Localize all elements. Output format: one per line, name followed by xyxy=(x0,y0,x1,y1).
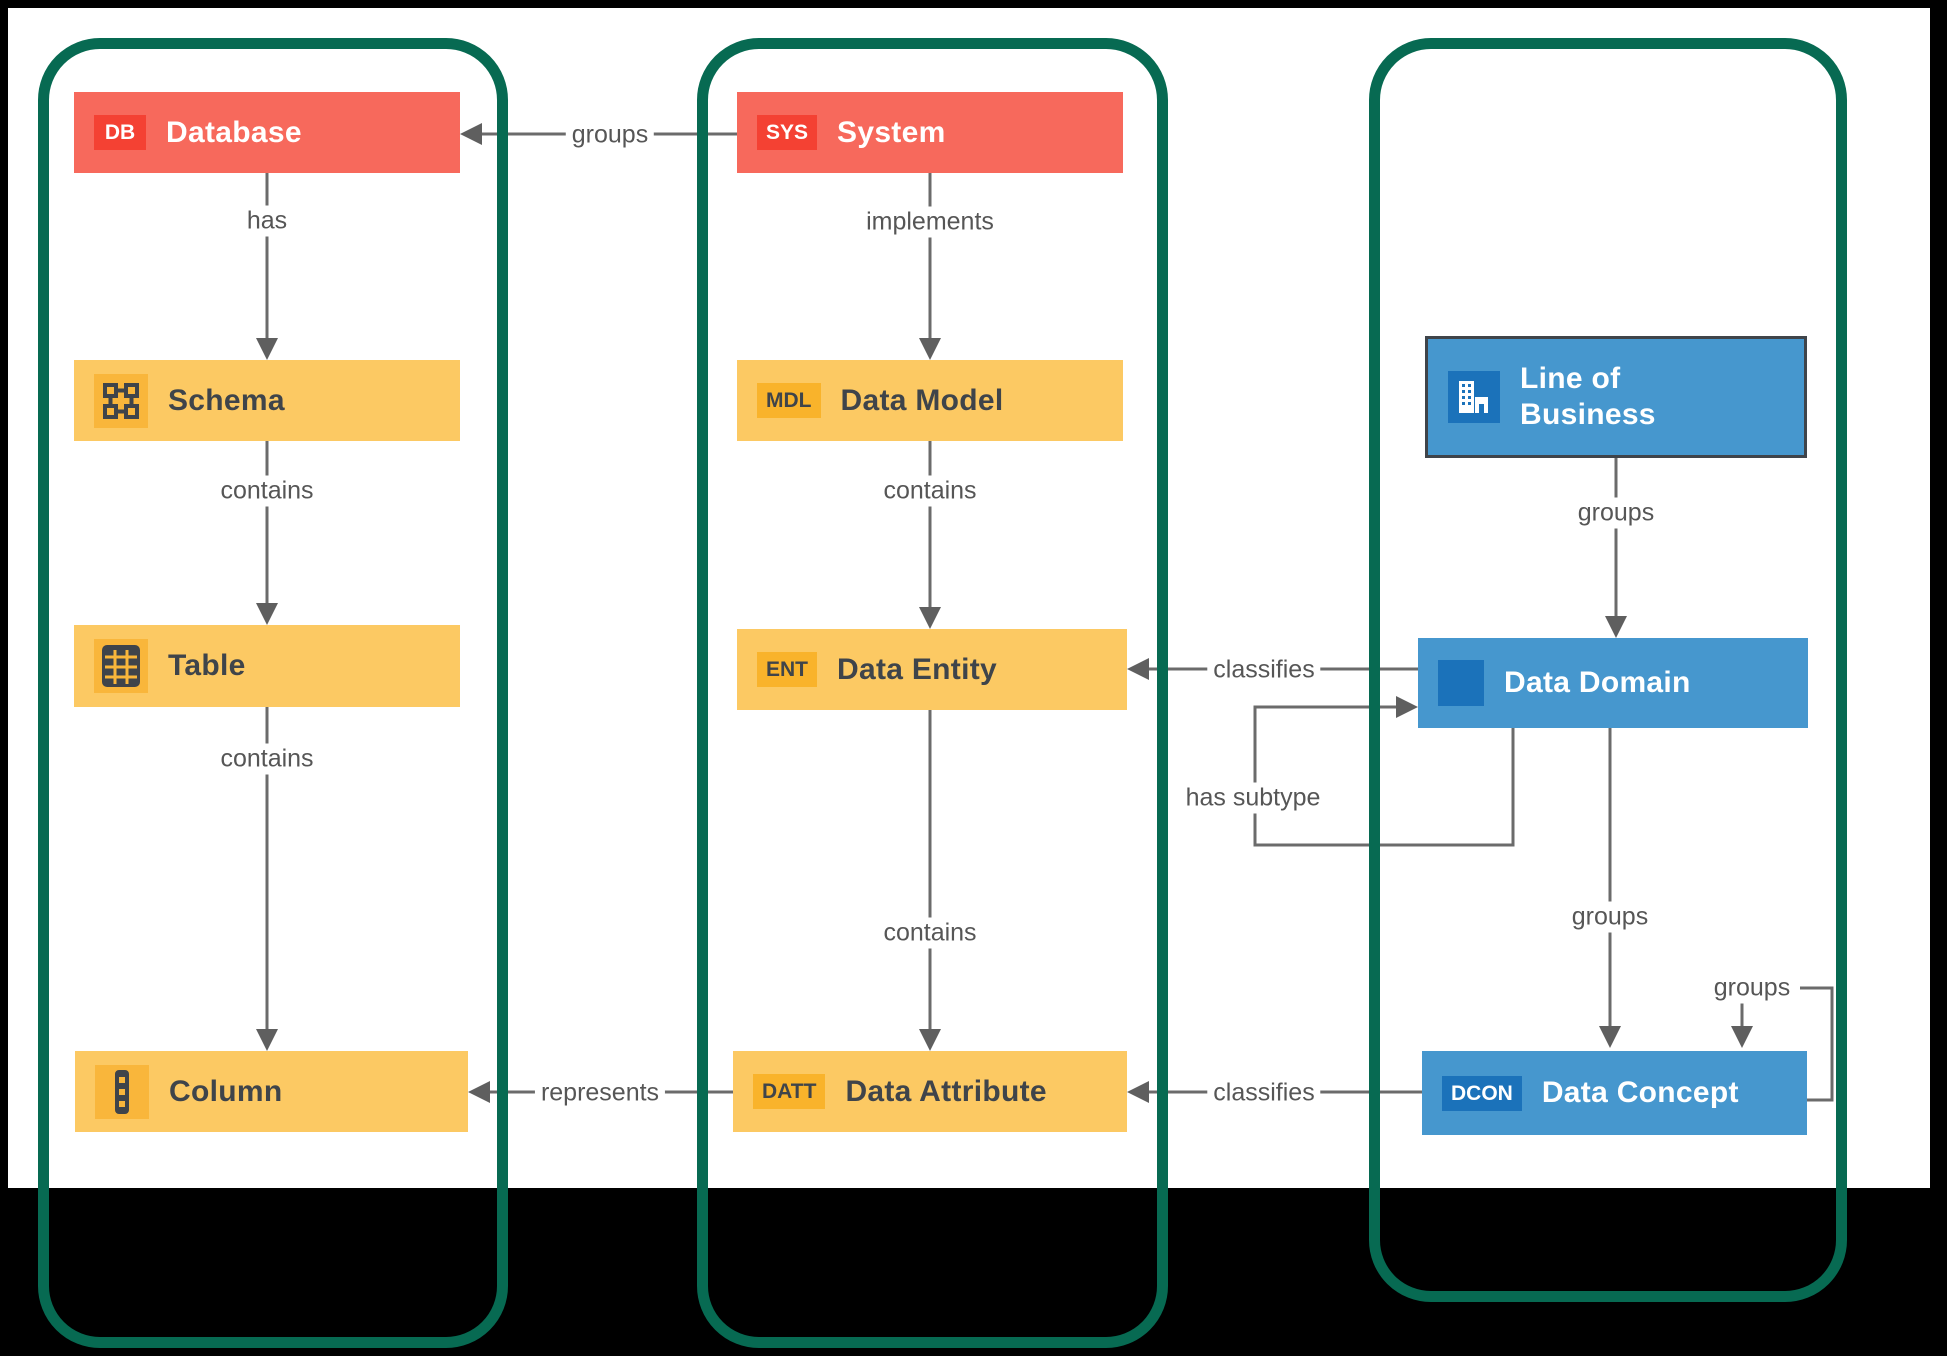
edge-label-groups-lob-domain: groups xyxy=(1571,497,1661,529)
node-database[interactable]: DB Database xyxy=(74,92,460,173)
system-label: System xyxy=(837,115,946,149)
schema-label: Schema xyxy=(168,383,285,417)
data-entity-badge: ENT xyxy=(757,652,817,687)
schema-icon xyxy=(94,373,148,428)
edge-label-contains-entity-attribute: contains xyxy=(877,917,983,949)
column-label: Column xyxy=(169,1074,283,1108)
node-data-domain[interactable]: Data Domain xyxy=(1418,638,1808,728)
edge-label-has-subtype: has subtype xyxy=(1179,782,1327,814)
table-icon xyxy=(94,639,148,693)
edge-label-has: has xyxy=(240,205,294,237)
node-schema[interactable]: Schema xyxy=(74,360,460,441)
edge-label-contains-model-entity: contains xyxy=(877,475,983,507)
data-concept-badge: DCON xyxy=(1442,1075,1522,1111)
data-concept-label: Data Concept xyxy=(1541,1076,1739,1109)
building-icon xyxy=(1448,371,1500,423)
edge-label-implements: implements xyxy=(860,206,1000,238)
database-label: Database xyxy=(166,115,302,149)
table-label: Table xyxy=(168,649,246,682)
node-line-of-business[interactable]: Line of Business xyxy=(1425,336,1807,458)
edge-label-contains-table-column: contains xyxy=(214,743,320,775)
data-domain-label: Data Domain xyxy=(1504,666,1691,699)
node-data-concept[interactable]: DCON Data Concept xyxy=(1422,1051,1807,1135)
node-data-attribute[interactable]: DATT Data Attribute xyxy=(733,1051,1127,1132)
node-data-model[interactable]: MDL Data Model xyxy=(737,360,1123,441)
system-badge: SYS xyxy=(757,115,818,150)
data-attribute-badge: DATT xyxy=(753,1074,826,1109)
square-icon xyxy=(1438,660,1484,706)
data-model-badge: MDL xyxy=(757,383,821,418)
edge-label-classifies-concept-attribute: classifies xyxy=(1207,1077,1321,1109)
line-of-business-label-line1: Line of xyxy=(1520,362,1621,395)
database-badge: DB xyxy=(94,115,146,150)
node-system[interactable]: SYS System xyxy=(737,92,1123,173)
edge-label-represents: represents xyxy=(534,1077,666,1109)
column-icon xyxy=(95,1064,149,1119)
line-of-business-label: Line of Business xyxy=(1520,361,1656,433)
data-attribute-label: Data Attribute xyxy=(845,1074,1047,1108)
data-entity-label: Data Entity xyxy=(837,652,997,686)
data-model-label: Data Model xyxy=(840,383,1004,417)
node-data-entity[interactable]: ENT Data Entity xyxy=(737,629,1127,710)
edge-label-classifies-domain-entity: classifies xyxy=(1207,654,1321,686)
edge-label-groups-domain-concept: groups xyxy=(1565,901,1655,933)
node-table[interactable]: Table xyxy=(74,625,460,707)
edge-label-groups-system-database: groups xyxy=(565,119,655,151)
line-of-business-label-line2: Business xyxy=(1520,398,1656,431)
edge-label-groups-concept-self: groups xyxy=(1707,972,1797,1004)
edge-label-contains-schema-table: contains xyxy=(214,475,320,507)
node-column[interactable]: Column xyxy=(75,1051,468,1132)
